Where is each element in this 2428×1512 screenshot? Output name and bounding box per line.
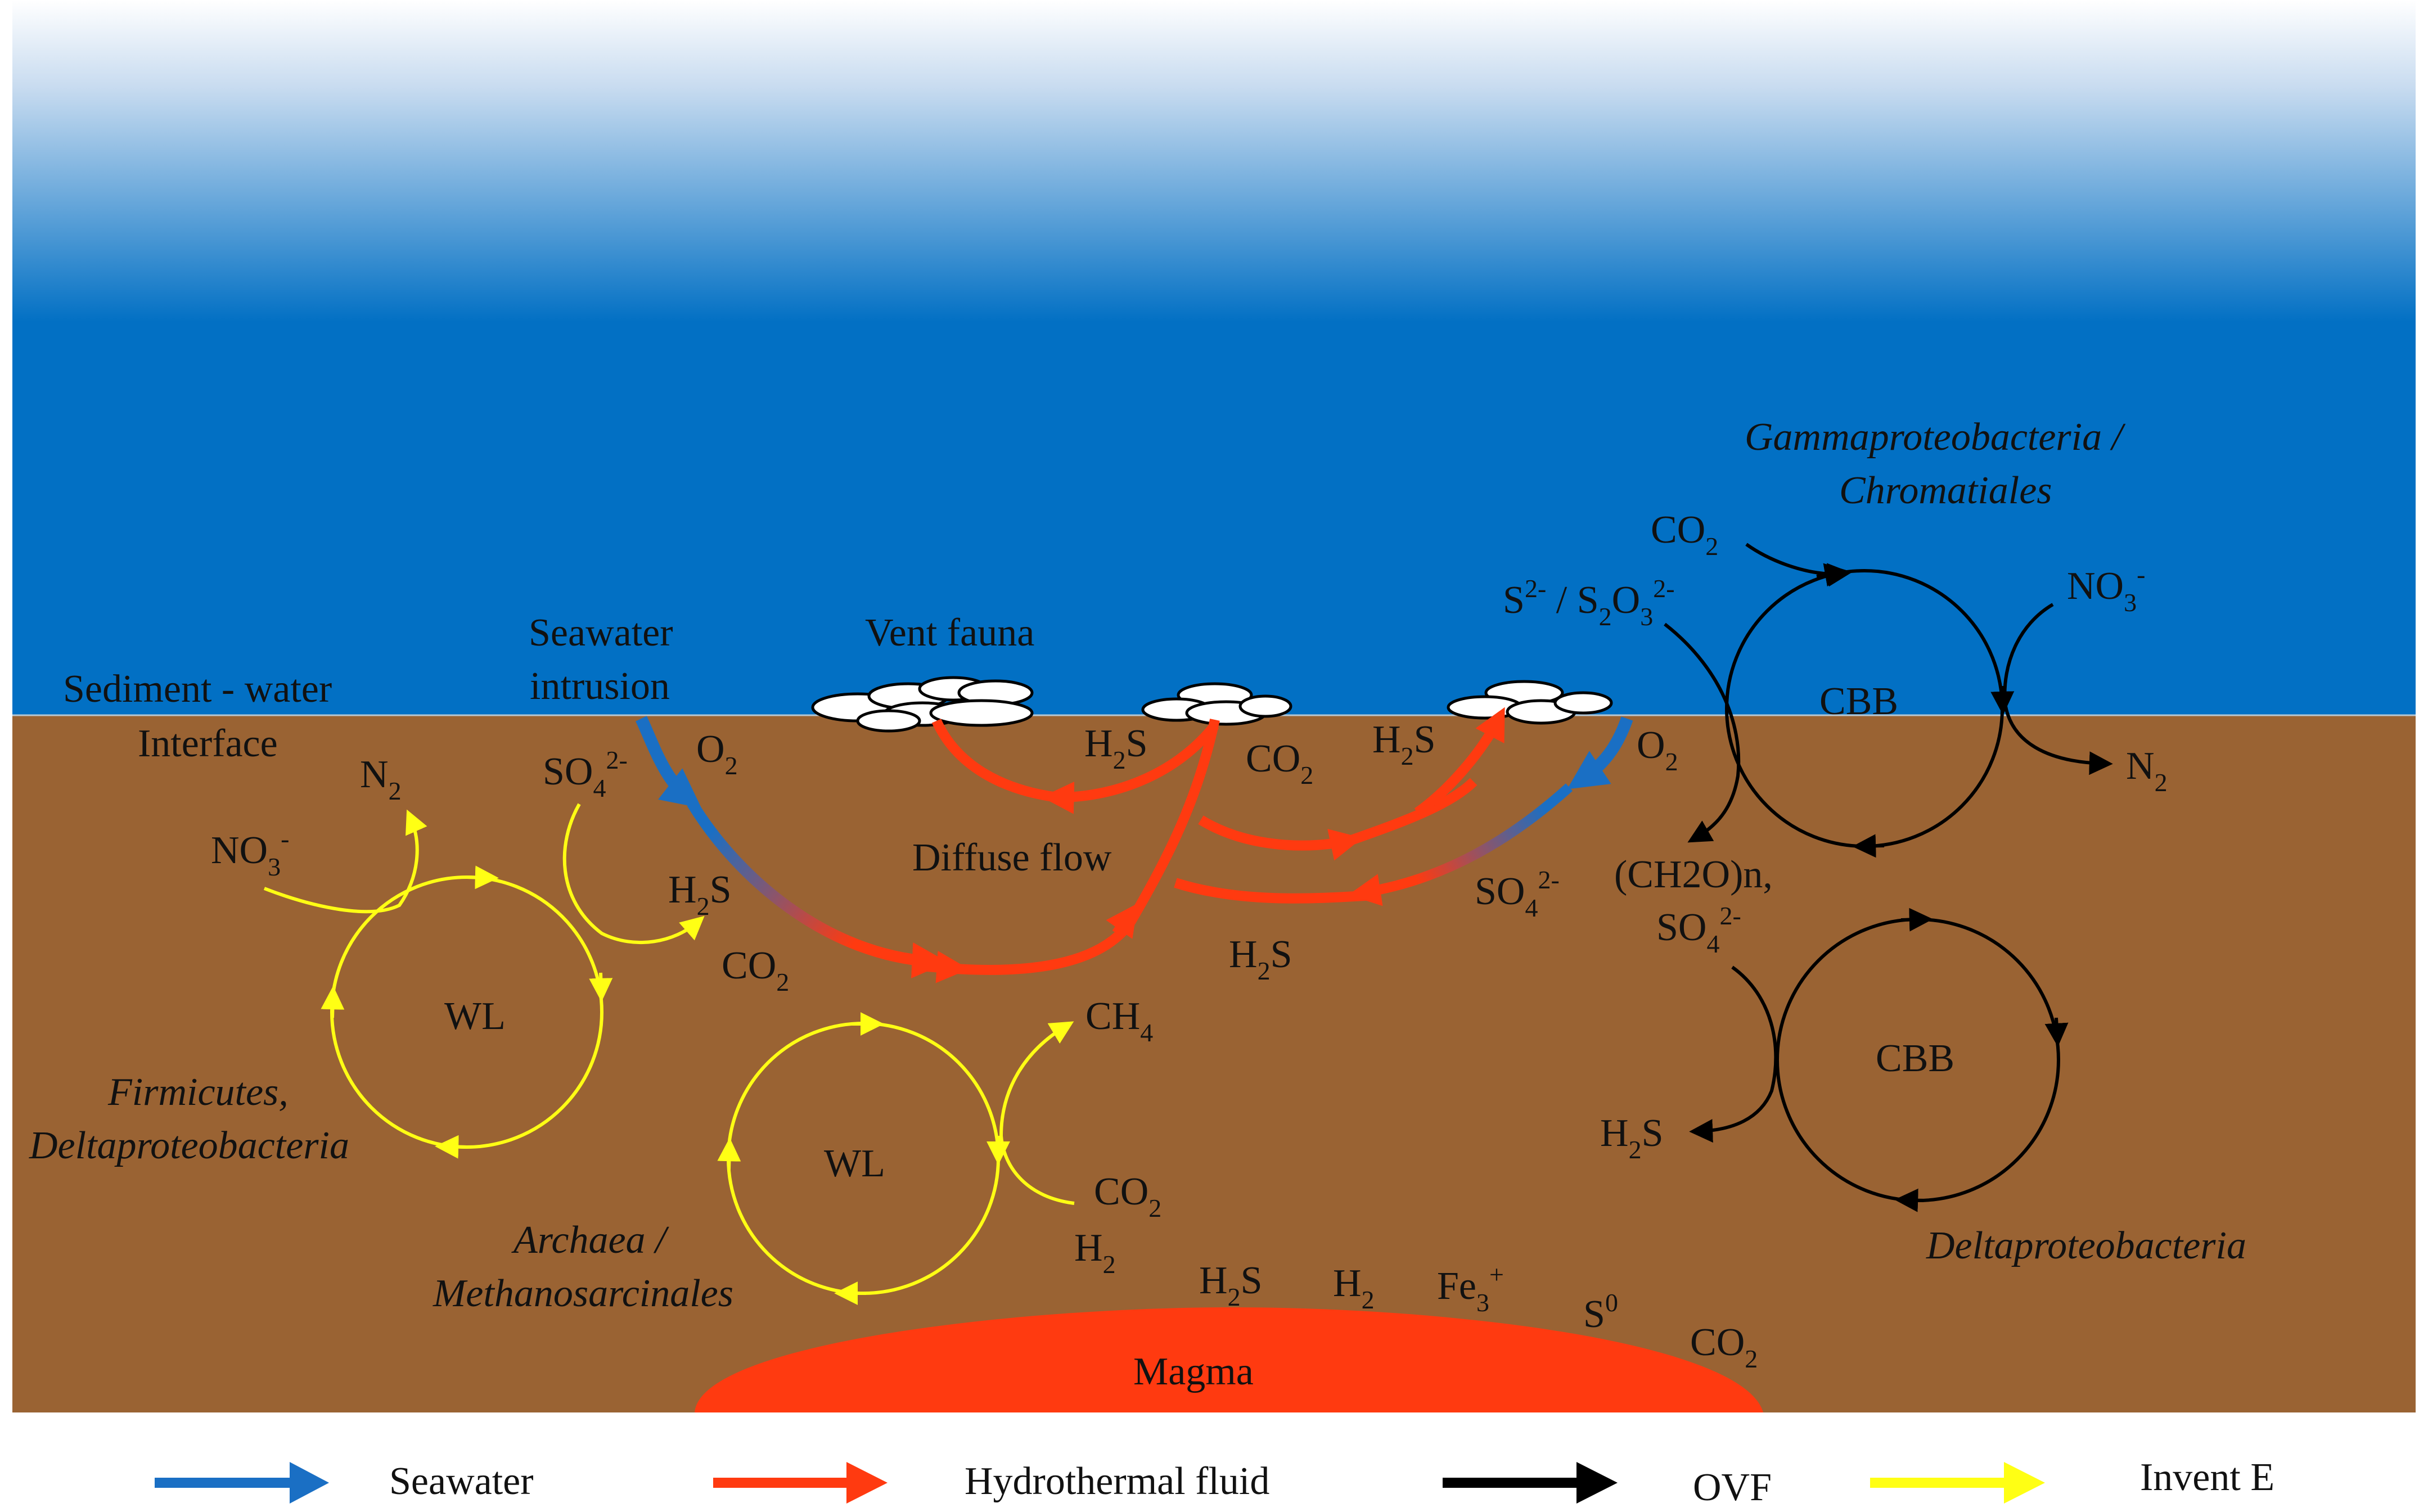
h2s-magma: H2S bbox=[1199, 1259, 1263, 1311]
hydrothermal-flow-arrowhead-bottom bbox=[922, 950, 969, 983]
fe-magma: Fe3+ bbox=[1437, 1260, 1504, 1317]
hydrothermal-flow-lower-right bbox=[1174, 878, 1373, 904]
vent-fauna-left bbox=[811, 676, 1034, 733]
cbb-bottom-arrow-right bbox=[2044, 1017, 2069, 1047]
h2s-vent-left: H2S bbox=[1084, 722, 1148, 774]
co2-left: CO2 bbox=[722, 944, 789, 996]
wl-left-arrow-top bbox=[466, 865, 499, 890]
so4-left: SO42- bbox=[543, 746, 628, 802]
seawater-intrusion-label-1: Seawater bbox=[529, 611, 673, 655]
h2s-right-lower: H2S bbox=[1600, 1112, 1664, 1164]
h2s-lower-right: H2S bbox=[1229, 933, 1292, 985]
wl-cycle-left bbox=[263, 803, 705, 1159]
n2-left: N2 bbox=[360, 753, 402, 805]
co2-to-ch4-arrow bbox=[999, 1021, 1075, 1205]
hydrothermal-flow-to-left-vent bbox=[1041, 722, 1219, 814]
no3-left: NO3- bbox=[211, 824, 289, 881]
h2-middle: H2 bbox=[1074, 1226, 1116, 1279]
sulfide-thiosulfate-label: S2- / S2O32- bbox=[1503, 574, 1675, 631]
mixing-flow-right bbox=[1348, 783, 1573, 906]
ch2on-label: (CH2O)n, bbox=[1614, 853, 1773, 896]
o2-right: O2 bbox=[1637, 724, 1678, 776]
no3-to-n2-arrow bbox=[263, 809, 427, 914]
co2-top-right: CO2 bbox=[1651, 508, 1718, 561]
o2-left: O2 bbox=[696, 728, 738, 780]
hydrothermal-flow-middle bbox=[1198, 815, 1363, 861]
sulfide-oxidation-arrow bbox=[1664, 622, 1741, 843]
sea-water-layer bbox=[12, 0, 2416, 715]
firmicutes-label-1: Firmicutes, bbox=[107, 1071, 289, 1114]
vent-fauna-label: Vent fauna bbox=[865, 611, 1034, 655]
firmicutes-label-2: Deltaproteobacteria bbox=[29, 1124, 349, 1167]
cbb-cycle-bottom bbox=[1689, 908, 2069, 1212]
gamma-label-2: Chromatiales bbox=[1839, 469, 2052, 512]
seawater-intrusion-label-2: intrusion bbox=[530, 665, 670, 708]
cbb-bottom-label: CBB bbox=[1876, 1037, 1954, 1080]
legend-item-invent-e: Invent E bbox=[1870, 1456, 2274, 1504]
legend-item-hydrothermal: Hydrothermal fluid bbox=[713, 1460, 1269, 1504]
cbb-cycle-top bbox=[1664, 543, 2113, 858]
co2-vent-middle: CO2 bbox=[1246, 737, 1313, 789]
legend-item-seawater: Seawater bbox=[155, 1460, 534, 1504]
h2s-left: H2S bbox=[668, 868, 732, 920]
hydrothermal-flow-to-right-vent bbox=[1414, 707, 1505, 817]
sediment-interface-label-2: Interface bbox=[138, 722, 278, 765]
mixing-flow-left bbox=[687, 800, 948, 978]
seawater-intrusion-arrow-right bbox=[1567, 716, 1633, 789]
sulfate-reduction-arrow bbox=[1689, 965, 1778, 1143]
s0-magma: S0 bbox=[1583, 1288, 1618, 1336]
seawater-intrusion-arrow-left bbox=[636, 716, 702, 809]
magma-label: Magma bbox=[1133, 1350, 1254, 1393]
ch4-middle: CH4 bbox=[1085, 995, 1153, 1047]
cbb-bottom-arrow-top bbox=[1900, 908, 1933, 932]
legend: Seawater Hydrothermal fluid OVF Invent E bbox=[155, 1456, 2274, 1509]
so4-right: SO42- bbox=[1656, 901, 1741, 958]
deltaproteobacteria-right-label: Deltaproteobacteria bbox=[1926, 1224, 2246, 1267]
hydrothermal-flows bbox=[922, 707, 1505, 975]
no3-top-right: NO3- bbox=[2067, 560, 2145, 617]
co2-middle-lower: CO2 bbox=[1094, 1170, 1161, 1222]
legend-item-ovf: OVF bbox=[1443, 1462, 1772, 1509]
n2-right: N2 bbox=[2126, 744, 2168, 797]
wl-cycle-middle bbox=[717, 1012, 1075, 1305]
diffuse-flow-label: Diffuse flow bbox=[912, 836, 1112, 879]
wl-left-arrow-left bbox=[321, 986, 345, 1018]
vent-fauna-middle bbox=[1141, 682, 1292, 726]
h2s-vent-right: H2S bbox=[1372, 718, 1436, 770]
legend-label-hydrothermal: Hydrothermal fluid bbox=[965, 1460, 1269, 1503]
legend-label-ovf: OVF bbox=[1693, 1466, 1772, 1509]
hydrothermal-flow-arrowhead-rising bbox=[1106, 903, 1138, 939]
gamma-label-1: Gammaproteobacteria / bbox=[1745, 416, 2126, 459]
co2-magma: CO2 bbox=[1690, 1321, 1758, 1373]
hydrothermal-flow-left-vent-feed bbox=[931, 719, 1058, 802]
h2-magma: H2 bbox=[1333, 1262, 1375, 1314]
cbb-top-arrow-right bbox=[1990, 685, 2015, 715]
legend-label-seawater: Seawater bbox=[389, 1460, 534, 1503]
archaea-label-1: Archaea / bbox=[511, 1218, 669, 1262]
legend-label-invent-e: Invent E bbox=[2140, 1456, 2274, 1499]
wl-left-label: WL bbox=[444, 995, 506, 1038]
hydrothermal-flow-rising bbox=[1126, 719, 1220, 925]
archaea-label-2: Methanosarcinales bbox=[433, 1272, 733, 1315]
cbb-top-label: CBB bbox=[1819, 680, 1898, 723]
wl-middle-label: WL bbox=[824, 1142, 885, 1185]
so4-middle-right: SO42- bbox=[1475, 865, 1560, 922]
cbb-top-arrow-top bbox=[1816, 563, 1849, 587]
vent-fauna-right bbox=[1447, 680, 1613, 725]
magma-chamber bbox=[695, 1307, 1763, 1412]
sediment-interface-label-1: Sediment - water bbox=[63, 667, 332, 711]
so4-to-h2s-arrow bbox=[562, 803, 705, 945]
